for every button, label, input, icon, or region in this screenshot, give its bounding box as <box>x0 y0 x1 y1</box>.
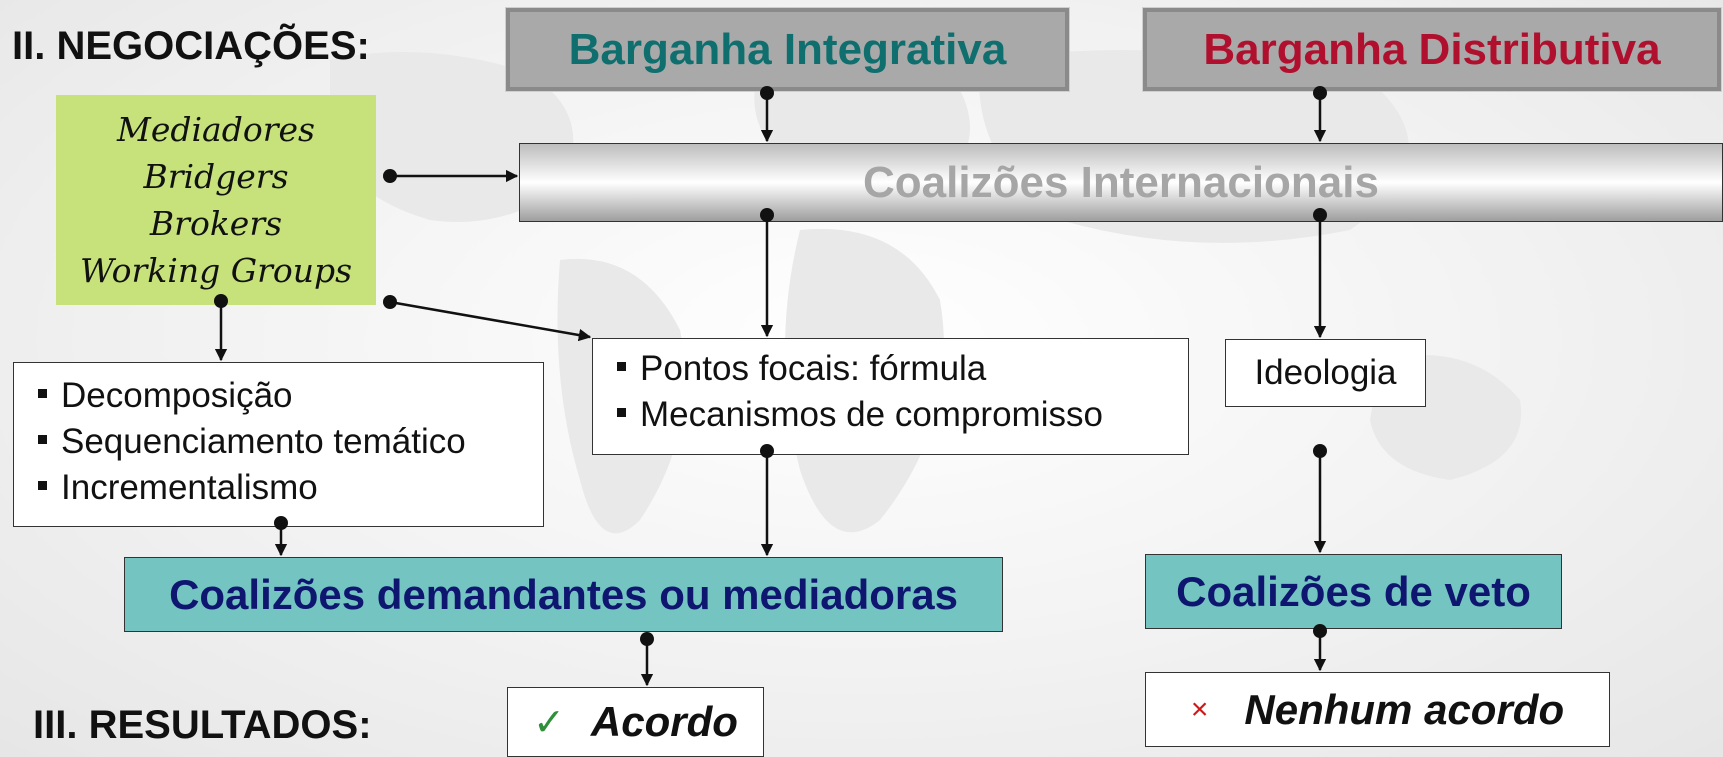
veto-coalitions-label: Coalizões de veto <box>1176 567 1531 615</box>
negociacoes-heading: II. NEGOCIAÇÕES: <box>12 24 370 68</box>
distributive-bargaining-label: Barganha Distributiva <box>1203 24 1661 74</box>
techniques-list: Decomposição Sequenciamento temático Inc… <box>38 373 543 511</box>
veto-coalitions-box: Coalizões de veto <box>1145 554 1562 629</box>
actor-item: Working Groups <box>79 251 353 290</box>
ideology-label: Ideologia <box>1254 353 1397 392</box>
focal-point-item: Pontos focais: fórmula <box>617 346 1188 392</box>
actor-item: Brokers <box>149 204 283 243</box>
ideology-box: Ideologia <box>1225 339 1426 407</box>
cross-icon: × <box>1190 692 1209 726</box>
agreement-label: Acordo <box>590 698 738 745</box>
technique-item: Sequenciamento temático <box>38 419 543 465</box>
international-coalitions-label: Coalizões Internacionais <box>863 157 1379 207</box>
no-agreement-result-box: × Nenhum acordo <box>1145 672 1610 747</box>
techniques-box: Decomposição Sequenciamento temático Inc… <box>13 362 544 527</box>
check-icon: ✓ <box>533 701 565 744</box>
agreement-result-box: ✓ Acordo <box>507 687 764 757</box>
focal-points-list: Pontos focais: fórmula Mecanismos de com… <box>617 346 1188 438</box>
demanding-coalitions-label: Coalizões demandantes ou mediadoras <box>169 570 958 618</box>
no-agreement-label: Nenhum acordo <box>1244 685 1565 733</box>
distributive-bargaining-box: Barganha Distributiva <box>1142 7 1722 92</box>
actor-item: Bridgers <box>143 157 289 196</box>
focal-point-item: Mecanismos de compromisso <box>617 392 1188 438</box>
international-coalitions-box: Coalizões Internacionais <box>519 143 1723 222</box>
focal-points-box: Pontos focais: fórmula Mecanismos de com… <box>592 338 1189 455</box>
actor-item: Mediadores <box>117 110 315 149</box>
actors-box: Mediadores Bridgers Brokers Working Grou… <box>56 95 376 305</box>
technique-item: Incrementalismo <box>38 465 543 511</box>
integrative-bargaining-label: Barganha Integrativa <box>568 24 1007 74</box>
integrative-bargaining-box: Barganha Integrativa <box>505 7 1070 92</box>
technique-item: Decomposição <box>38 373 543 419</box>
demanding-coalitions-box: Coalizões demandantes ou mediadoras <box>124 557 1003 632</box>
resultados-heading: III. RESULTADOS: <box>33 703 372 747</box>
